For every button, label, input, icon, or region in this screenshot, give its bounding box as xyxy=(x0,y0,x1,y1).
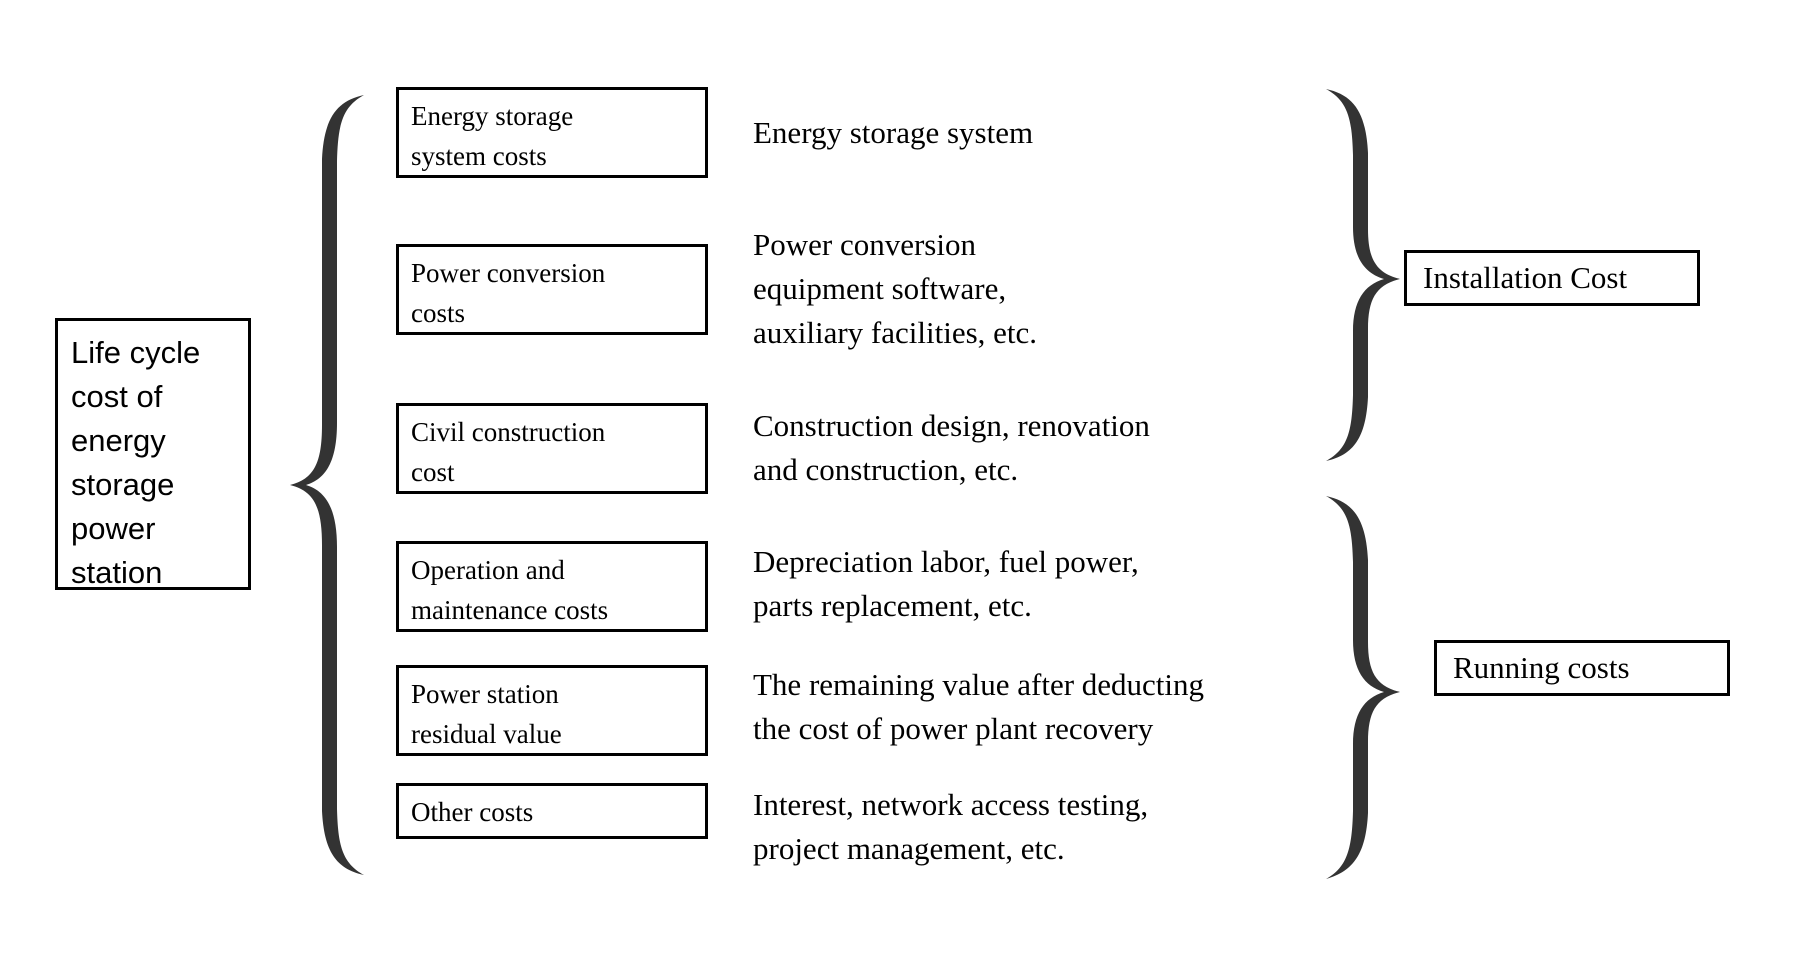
category-box-power-station-residual-value: Power station residual value xyxy=(396,665,708,756)
running-costs-brace xyxy=(1320,490,1410,885)
category-label: Power station residual value xyxy=(411,679,562,749)
category-box-operation-and-maintenance-costs: Operation and maintenance costs xyxy=(396,541,708,632)
category-label: Civil construction cost xyxy=(411,417,606,487)
group-box-running-costs: Running costs xyxy=(1434,640,1730,696)
left-brace xyxy=(280,85,370,885)
category-box-civil-construction-cost: Civil construction cost xyxy=(396,403,708,494)
description-residual-value: The remaining value after deducting the … xyxy=(753,667,1205,746)
category-box-other-costs: Other costs xyxy=(396,783,708,839)
group-label: Installation Cost xyxy=(1423,260,1628,295)
description-other-costs: Interest, network access testing, projec… xyxy=(753,787,1149,866)
category-label: Power conversion costs xyxy=(411,258,606,328)
installation-cost-brace xyxy=(1320,83,1410,467)
root-node-label: Life cycle cost of energy storage power … xyxy=(71,335,201,590)
category-label: Operation and maintenance costs xyxy=(411,555,609,625)
group-label: Running costs xyxy=(1453,650,1630,685)
description-power-conversion: Power conversion equipment software, aux… xyxy=(753,227,1038,350)
category-box-energy-storage-system-costs: Energy storage system costs xyxy=(396,87,708,178)
category-label: Energy storage system costs xyxy=(411,101,574,171)
group-box-installation-cost: Installation Cost xyxy=(1404,250,1700,306)
description-civil-construction: Construction design, renovation and cons… xyxy=(753,408,1150,487)
root-node-box: Life cycle cost of energy storage power … xyxy=(55,318,251,590)
category-box-power-conversion-costs: Power conversion costs xyxy=(396,244,708,335)
description-operation-maintenance: Depreciation labor, fuel power, parts re… xyxy=(753,544,1139,623)
category-label: Other costs xyxy=(411,797,534,827)
description-energy-storage-system: Energy storage system xyxy=(753,115,1034,150)
